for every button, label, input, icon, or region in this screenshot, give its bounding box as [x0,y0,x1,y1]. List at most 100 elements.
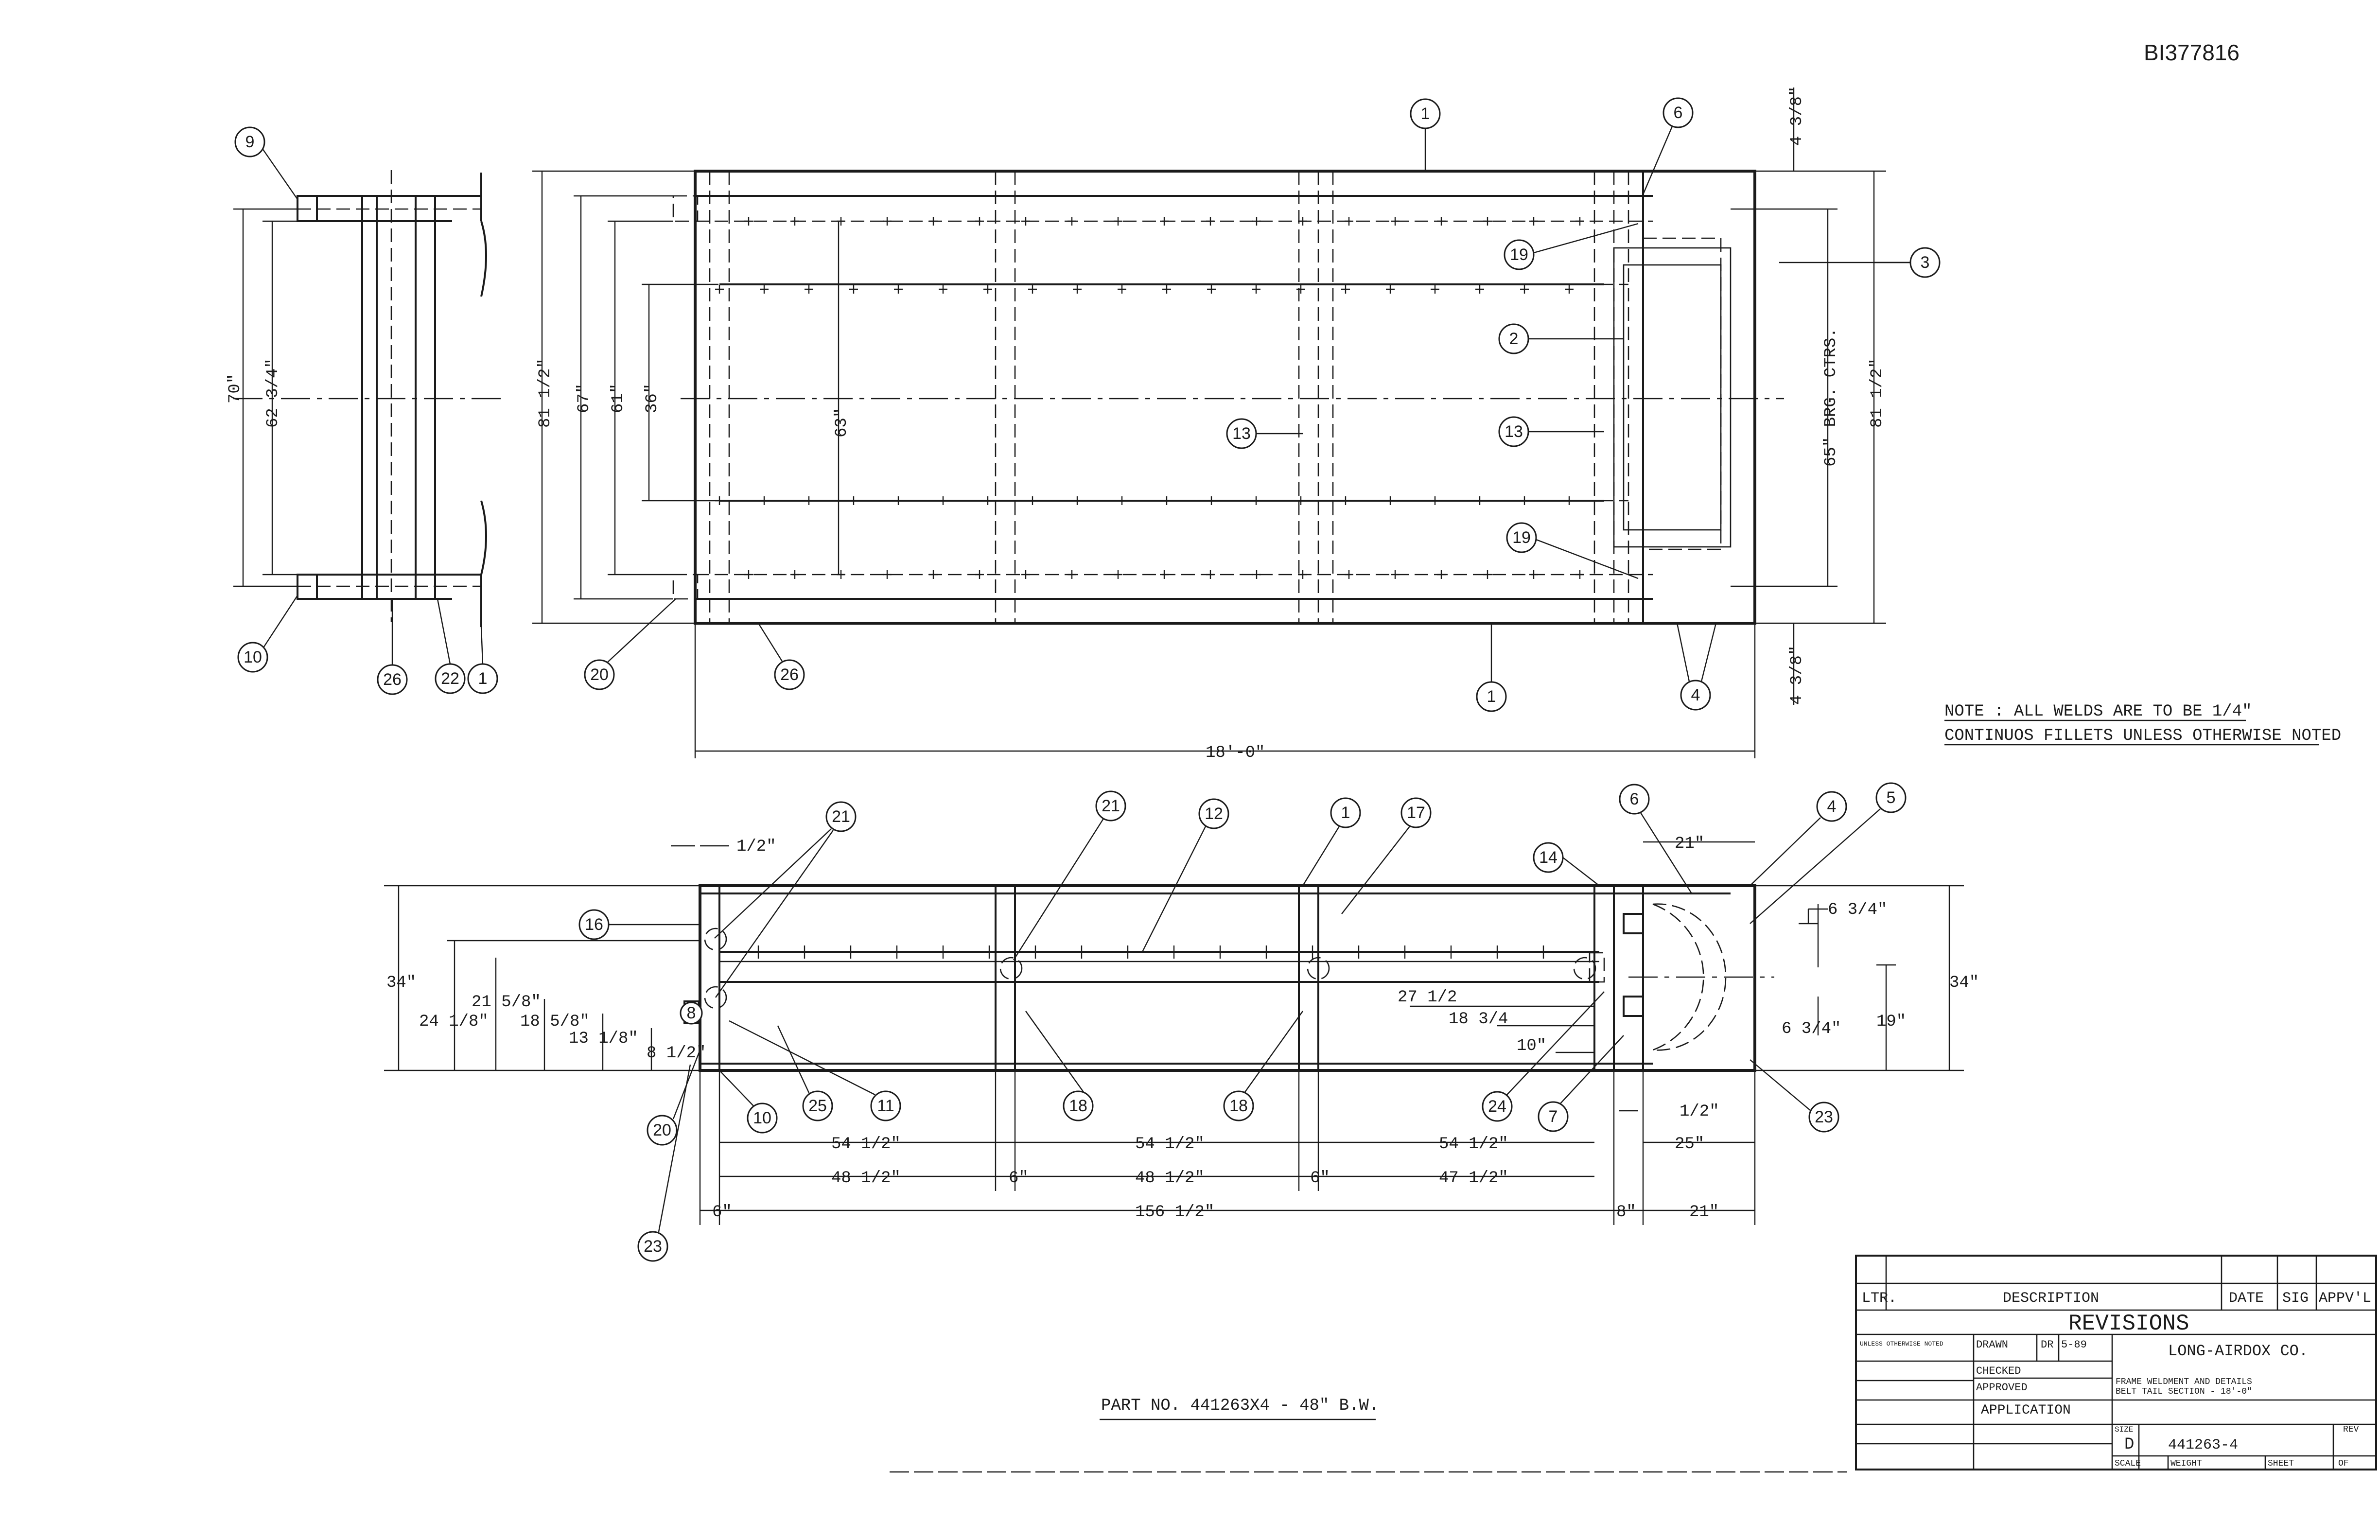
svg-text:6: 6 [1630,790,1639,808]
svg-text:18: 18 [1069,1097,1087,1115]
rev-label: REV [2343,1425,2359,1435]
side-dim-54-1-2-a: 54 1/2" [831,1135,901,1154]
svg-text:9: 9 [245,133,255,151]
side-dim-overall: 18'-0" [1206,744,1265,762]
side-dim-54-1-2-b: 54 1/2" [1135,1135,1205,1154]
drawn-label: DRAWN [1976,1339,2008,1351]
balloon: 24 [1482,1091,1513,1122]
balloon: 19 [1504,239,1535,270]
plan-dim-65-brg: 65" BRG. CTRS. [1822,328,1840,467]
svg-text:26: 26 [383,670,402,689]
balloon: 22 [435,663,466,694]
checked-label: CHECKED [1976,1365,2021,1377]
weld-note-line2: CONTINUOS FILLETS UNLESS OTHERWISE NOTED [1944,727,2341,745]
end-view-dim-62-3-4: 62 3/4" [264,358,282,428]
svg-text:3: 3 [1921,253,1930,272]
svg-text:22: 22 [441,669,459,688]
document-id: BI377816 [2144,40,2240,65]
svg-text:14: 14 [1539,848,1558,867]
drawing-title-line1: FRAME WELDMENT AND DETAILS [2116,1377,2252,1387]
side-dim-54-1-2-c: 54 1/2" [1439,1135,1508,1154]
balloon: 11 [870,1090,901,1121]
side-dim-6-a: 6" [1009,1169,1029,1188]
svg-text:4: 4 [1827,797,1837,816]
svg-text:21: 21 [1102,797,1120,815]
side-dim-6-c: 6" [712,1203,732,1222]
svg-text:13: 13 [1232,424,1251,443]
side-dim-19: 19" [1876,1013,1906,1031]
company-name: LONG-AIRDOX CO. [2168,1342,2308,1360]
revisions-title: REVISIONS [2068,1311,2189,1336]
svg-text:18: 18 [1229,1097,1248,1115]
svg-text:10: 10 [753,1109,771,1127]
balloon: 7 [1538,1101,1569,1132]
balloon: 4 [1680,680,1711,711]
balloon: 5 [1875,782,1907,813]
balloon: 20 [647,1115,678,1146]
svg-text:20: 20 [590,665,609,684]
balloon: 19 [1506,522,1537,553]
side-dim-25: 25" [1675,1135,1704,1154]
end-view: 70" 62 3/4" [226,170,501,627]
svg-text:1: 1 [1341,804,1350,822]
side-dim-27-1-2: 27 1/2 [1398,988,1457,1007]
balloon: 13 [1226,418,1257,449]
balloon: 3 [1909,247,1941,278]
svg-text:25: 25 [808,1097,827,1115]
weld-note-line1: NOTE : ALL WELDS ARE TO BE 1/4" [1944,702,2252,721]
balloon: 8 [680,1001,703,1025]
balloon: 23 [637,1231,668,1262]
title-block: LTR. DESCRIPTION DATE SIG APPV'L REVISIO… [1855,1255,2377,1470]
sheet-label: SHEET [2268,1459,2294,1469]
of-label: OF [2338,1459,2349,1469]
svg-text:24: 24 [1488,1097,1506,1116]
balloon: 26 [774,659,805,690]
balloon: 21 [825,801,857,832]
scale-label: SCALE [2115,1459,2141,1469]
svg-text:21: 21 [832,807,850,826]
svg-text:10: 10 [244,648,262,666]
svg-text:1: 1 [1487,687,1496,706]
balloon: 14 [1533,842,1564,873]
balloon: 4 [1816,791,1847,822]
side-dim-18-5-8: 18 5/8" [520,1013,590,1031]
side-dim-21-bottom: 21" [1689,1203,1719,1222]
drawn-date: 5-89 [2061,1339,2087,1351]
svg-text:20: 20 [653,1121,671,1139]
side-bolt-marks [757,945,1544,959]
balloon: 26 [377,664,408,695]
balloon: 17 [1400,797,1432,828]
balloon: 20 [584,659,615,690]
balloon: 6 [1662,97,1694,128]
side-dim-34-right: 34" [1949,974,1979,992]
svg-text:13: 13 [1505,422,1523,441]
side-dim-156-1-2: 156 1/2" [1135,1203,1214,1222]
size-value: D [2124,1435,2134,1454]
plan-dim-4-3-8-top: 4 3/8" [1788,87,1806,146]
plan-dim-36: 36" [643,384,662,413]
side-dim-8-1-2: 8 1/2" [647,1044,706,1063]
svg-text:2: 2 [1509,330,1519,348]
balloon: 10 [237,642,268,673]
balloon: 1 [1476,681,1507,712]
balloon: 12 [1198,798,1229,829]
svg-text:12: 12 [1205,805,1223,823]
side-dim-47-1-2: 47 1/2" [1439,1169,1508,1188]
balloon: 18 [1063,1090,1094,1121]
side-dim-8: 8" [1616,1203,1636,1222]
side-dim-6-3-4-top: 6 3/4" [1828,901,1887,919]
balloon: 18 [1223,1090,1254,1121]
rev-header-ltr: LTR. [1862,1290,1897,1307]
plan-dim-81-1-2: 81 1/2" [536,358,555,428]
plan-dim-63: 63" [833,408,851,438]
drawn-by: DR [2041,1339,2053,1351]
svg-text:5: 5 [1887,788,1896,807]
side-dim-21-top: 21" [1675,835,1704,853]
balloon: 23 [1808,1102,1839,1133]
weld-note: NOTE : ALL WELDS ARE TO BE 1/4" CONTINUO… [1944,702,2341,746]
side-dim-34-left: 34" [386,974,416,992]
side-dim-1-2-top: 1/2" [736,838,776,856]
balloon: 1 [1330,797,1361,828]
plan-dim-4-3-8-bottom: 4 3/8" [1788,646,1806,705]
